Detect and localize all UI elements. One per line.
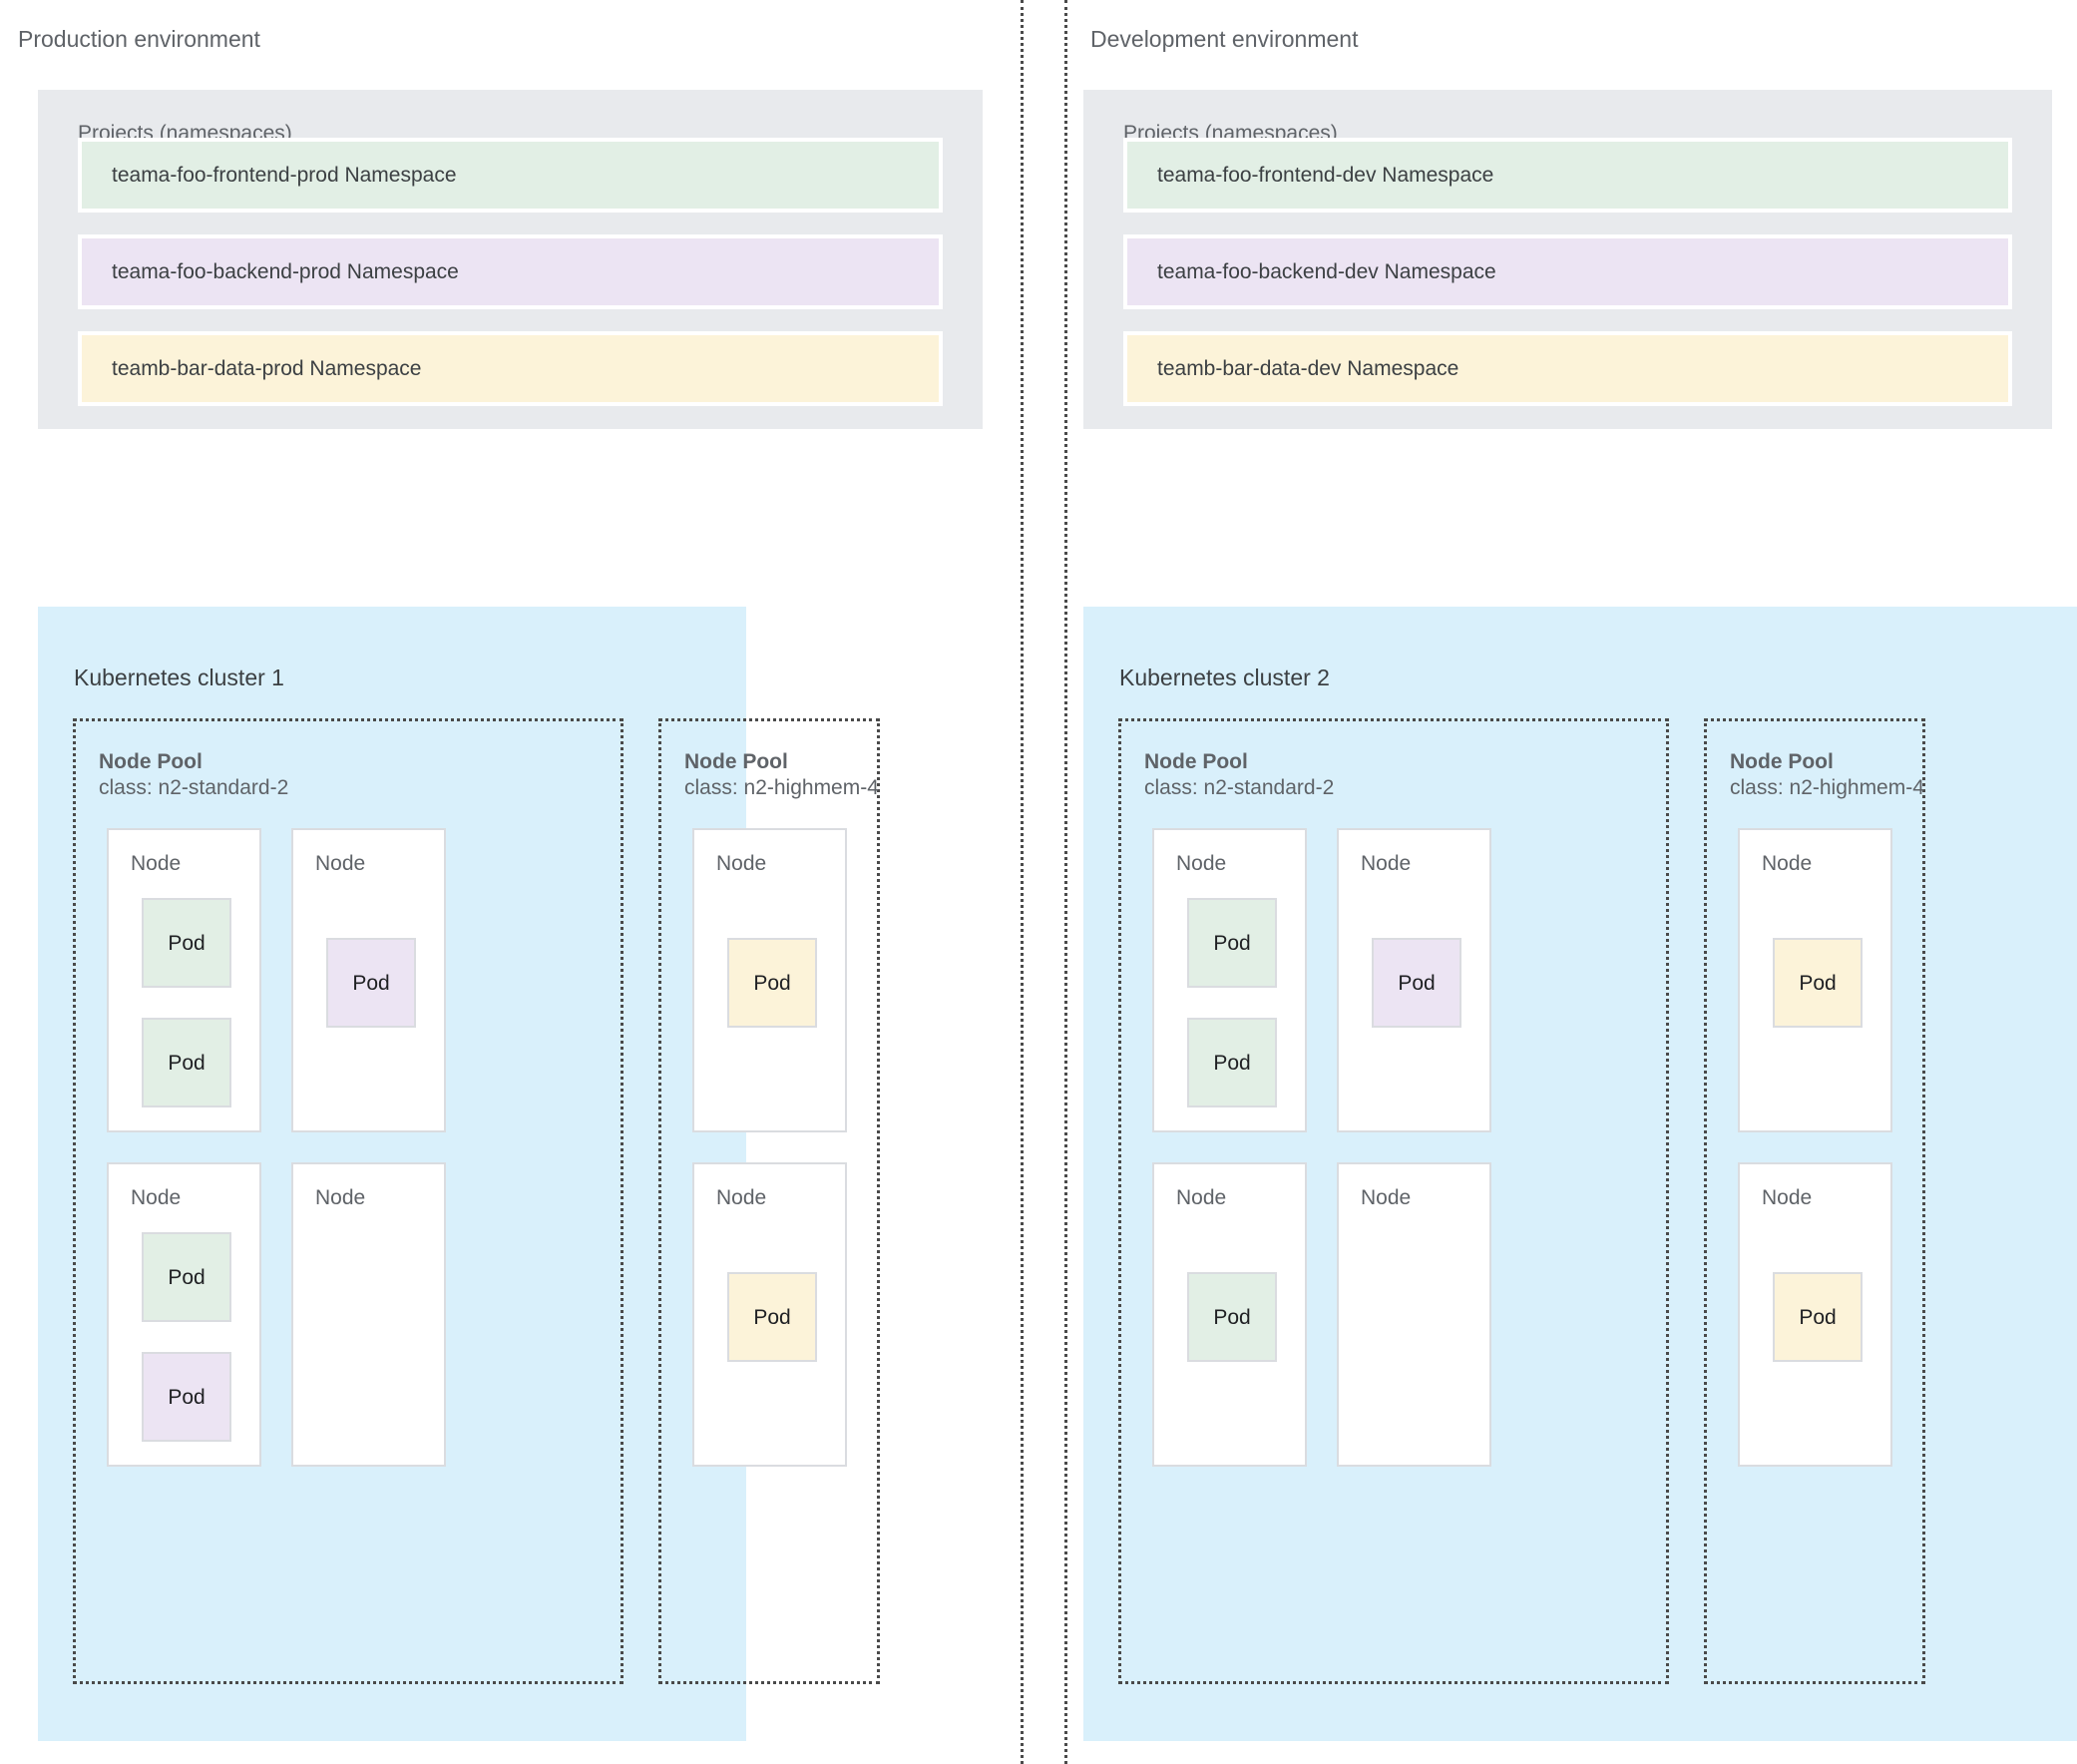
node-box[interactable]: Node Pod bbox=[692, 828, 847, 1132]
pod-box[interactable]: Pod bbox=[142, 1018, 231, 1107]
pod-box[interactable]: Pod bbox=[326, 938, 416, 1028]
pod-label: Pod bbox=[1799, 1305, 1837, 1329]
node-pool: Node Pool class: n2-standard-2 Node Pod … bbox=[73, 718, 623, 1684]
kubernetes-cluster-panel: Kubernetes cluster 1 Node Pool class: n2… bbox=[38, 607, 880, 1741]
environment-divider-line bbox=[1021, 0, 1024, 1764]
node-box[interactable]: Node Pod Pod bbox=[107, 1162, 261, 1467]
node-box[interactable]: Node Pod bbox=[692, 1162, 847, 1467]
pod-label: Pod bbox=[1799, 971, 1837, 995]
namespace-chip[interactable]: teama-foo-frontend-dev Namespace bbox=[1123, 138, 2012, 213]
namespace-chip[interactable]: teama-foo-backend-prod Namespace bbox=[78, 234, 943, 309]
projects-panel: Projects (namespaces) teama-foo-frontend… bbox=[1083, 90, 2052, 429]
pod-label: Pod bbox=[753, 971, 791, 995]
pod-box[interactable]: Pod bbox=[727, 1272, 817, 1362]
node-pool: Node Pool class: n2-highmem-4 Node Pod N… bbox=[658, 718, 880, 1684]
node-pool-class: class: n2-highmem-4 bbox=[1730, 776, 1924, 800]
pod-box[interactable]: Pod bbox=[1187, 1018, 1277, 1107]
cluster-title: Kubernetes cluster 2 bbox=[1119, 664, 1330, 690]
pod-box[interactable]: Pod bbox=[142, 898, 231, 988]
node-pool-class: class: n2-standard-2 bbox=[99, 776, 289, 800]
node-label: Node bbox=[1176, 852, 1227, 875]
node-pool-name: Node Pool bbox=[1144, 750, 1248, 773]
node-pool-name: Node Pool bbox=[684, 750, 788, 773]
namespace-label: teama-foo-backend-dev Namespace bbox=[1157, 259, 1496, 283]
pod-box[interactable]: Pod bbox=[1372, 938, 1461, 1028]
node-pool-header: Node Pool class: n2-highmem-4 bbox=[1730, 749, 1924, 801]
pod-box[interactable]: Pod bbox=[1187, 898, 1277, 988]
pod-label: Pod bbox=[1213, 931, 1251, 955]
node-pool-name: Node Pool bbox=[99, 750, 203, 773]
node-box[interactable]: Node Pod bbox=[1152, 1162, 1307, 1467]
pod-label: Pod bbox=[352, 971, 390, 995]
node-label: Node bbox=[1762, 852, 1813, 875]
node-pool-class: class: n2-highmem-4 bbox=[684, 776, 879, 800]
node-box[interactable]: Node Pod bbox=[1337, 828, 1491, 1132]
node-box[interactable]: Node Pod bbox=[291, 828, 446, 1132]
node-box[interactable]: Node Pod Pod bbox=[107, 828, 261, 1132]
namespace-chip[interactable]: teama-foo-backend-dev Namespace bbox=[1123, 234, 2012, 309]
pod-label: Pod bbox=[168, 1265, 206, 1289]
pod-label: Pod bbox=[168, 931, 206, 955]
pod-label: Pod bbox=[1213, 1305, 1251, 1329]
node-label: Node bbox=[1176, 1186, 1227, 1209]
node-box[interactable]: Node bbox=[1337, 1162, 1491, 1467]
node-label: Node bbox=[1361, 1186, 1412, 1209]
node-label: Node bbox=[716, 1186, 767, 1209]
node-pool-header: Node Pool class: n2-standard-2 bbox=[1144, 749, 1334, 801]
pod-box[interactable]: Pod bbox=[1773, 938, 1863, 1028]
kubernetes-cluster-panel: Kubernetes cluster 2 Node Pool class: n2… bbox=[1083, 607, 2077, 1741]
namespace-label: teama-foo-frontend-dev Namespace bbox=[1157, 163, 1494, 187]
node-box[interactable]: Node Pod Pod bbox=[1152, 828, 1307, 1132]
cluster-title: Kubernetes cluster 1 bbox=[74, 664, 284, 690]
node-label: Node bbox=[1361, 852, 1412, 875]
pod-label: Pod bbox=[753, 1305, 791, 1329]
node-label: Node bbox=[131, 1186, 182, 1209]
node-pool-header: Node Pool class: n2-standard-2 bbox=[99, 749, 288, 801]
environment-title: Production environment bbox=[18, 26, 260, 52]
node-label: Node bbox=[315, 1186, 366, 1209]
node-pool-header: Node Pool class: n2-highmem-4 bbox=[684, 749, 879, 801]
pod-box[interactable]: Pod bbox=[1773, 1272, 1863, 1362]
node-box[interactable]: Node bbox=[291, 1162, 446, 1467]
pod-label: Pod bbox=[1213, 1051, 1251, 1075]
namespace-label: teama-foo-backend-prod Namespace bbox=[112, 259, 459, 283]
namespace-label: teamb-bar-data-prod Namespace bbox=[112, 356, 422, 380]
node-pool-class: class: n2-standard-2 bbox=[1144, 776, 1335, 800]
node-box[interactable]: Node Pod bbox=[1738, 828, 1892, 1132]
pod-label: Pod bbox=[1398, 971, 1436, 995]
projects-panel: Projects (namespaces) teama-foo-frontend… bbox=[38, 90, 983, 429]
node-label: Node bbox=[1762, 1186, 1813, 1209]
namespace-label: teama-foo-frontend-prod Namespace bbox=[112, 163, 457, 187]
node-pool: Node Pool class: n2-standard-2 Node Pod … bbox=[1118, 718, 1669, 1684]
namespace-chip[interactable]: teamb-bar-data-dev Namespace bbox=[1123, 331, 2012, 406]
pod-box[interactable]: Pod bbox=[1187, 1272, 1277, 1362]
namespace-label: teamb-bar-data-dev Namespace bbox=[1157, 356, 1459, 380]
pod-label: Pod bbox=[168, 1385, 206, 1409]
namespace-chip[interactable]: teama-foo-frontend-prod Namespace bbox=[78, 138, 943, 213]
node-box[interactable]: Node Pod bbox=[1738, 1162, 1892, 1467]
node-pool-name: Node Pool bbox=[1730, 750, 1834, 773]
pod-box[interactable]: Pod bbox=[142, 1232, 231, 1322]
namespace-chip[interactable]: teamb-bar-data-prod Namespace bbox=[78, 331, 943, 406]
node-label: Node bbox=[131, 852, 182, 875]
node-pool: Node Pool class: n2-highmem-4 Node Pod N… bbox=[1704, 718, 1925, 1684]
node-label: Node bbox=[315, 852, 366, 875]
node-label: Node bbox=[716, 852, 767, 875]
environment-divider-line bbox=[1064, 0, 1067, 1764]
pod-box[interactable]: Pod bbox=[727, 938, 817, 1028]
environment-title: Development environment bbox=[1090, 26, 1359, 52]
pod-label: Pod bbox=[168, 1051, 206, 1075]
pod-box[interactable]: Pod bbox=[142, 1352, 231, 1442]
